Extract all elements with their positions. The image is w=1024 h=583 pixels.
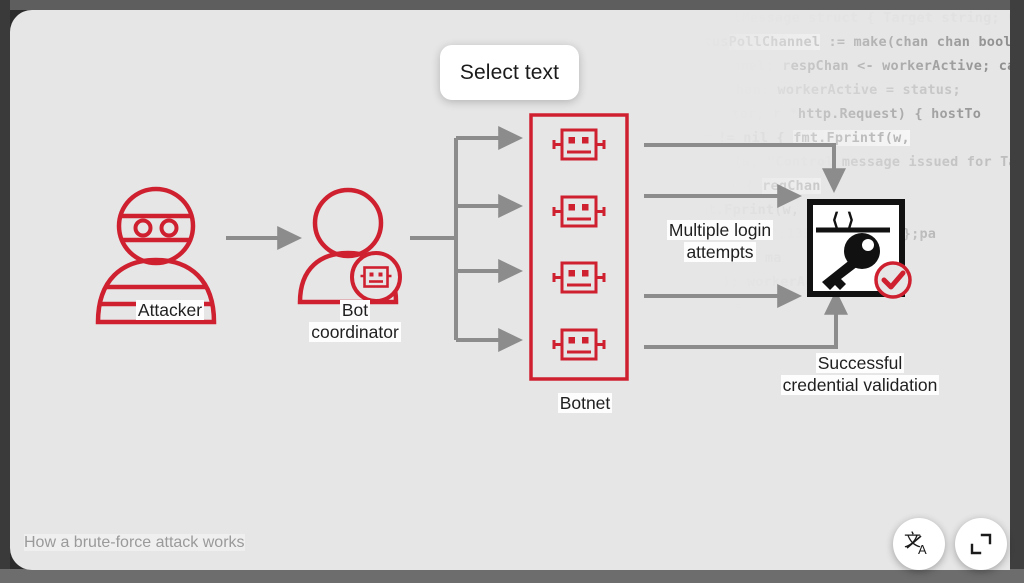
brute-force-diagram: ⟨ ⟩ — [95, 113, 912, 381]
translate-icon: 文 A — [904, 531, 927, 557]
bot-coordinator-icon — [297, 187, 402, 305]
robot-icon — [552, 128, 606, 161]
svg-text:⟨ ⟩: ⟨ ⟩ — [831, 209, 855, 231]
label-successful-credential-validation: Successful credential validation — [780, 353, 940, 395]
robot-icon — [552, 328, 606, 361]
expand-button[interactable] — [955, 518, 1007, 570]
viewer-frame-top — [0, 0, 1024, 10]
label-botnet: Botnet — [557, 393, 613, 413]
svg-text:A: A — [918, 542, 927, 557]
label-attacker: Attacker — [135, 300, 205, 320]
select-text-button[interactable]: Select text — [440, 45, 579, 100]
label-multiple-login-attempts: Multiple login attempts — [666, 220, 774, 262]
botnet-box — [529, 113, 629, 381]
fanout-arrows — [410, 126, 523, 352]
robot-icon — [552, 261, 606, 294]
botnet-to-server-arrows — [644, 143, 848, 349]
label-bot-coordinator: Bot coordinator — [309, 300, 401, 342]
translate-button[interactable]: 文 A — [893, 518, 945, 570]
server-key-icon: ⟨ ⟩ — [807, 199, 912, 299]
viewer-frame-bottom — [0, 569, 1024, 583]
diagram-canvas[interactable]: ype ControlMessage struct { Target strin… — [10, 10, 1010, 570]
viewer-frame-left — [0, 0, 10, 583]
expand-icon — [970, 533, 992, 555]
robot-icon — [552, 195, 606, 228]
attacker-icon — [95, 186, 217, 325]
viewer-frame-right — [1010, 0, 1024, 583]
image-caption: How a brute-force attack works — [24, 534, 245, 551]
select-text-label: Select text — [459, 60, 560, 84]
